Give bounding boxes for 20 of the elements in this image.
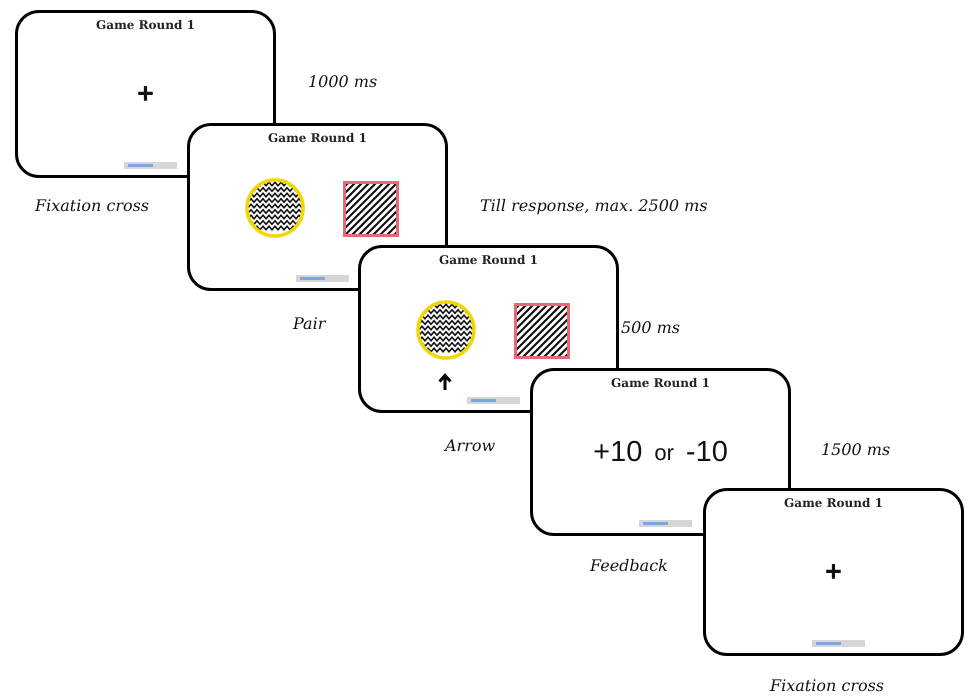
feedback-text: or [654, 440, 674, 466]
screen-heading: Game Round 1 [268, 131, 367, 145]
feedback-text: +10 [593, 436, 642, 469]
screen-heading: Game Round 1 [784, 496, 883, 510]
duration-label: 500 ms [621, 318, 680, 337]
screen-frame [703, 488, 964, 656]
screen-caption: Pair [293, 314, 326, 333]
screen-heading: Game Round 1 [611, 376, 710, 390]
screen-caption: Arrow [445, 436, 496, 455]
screen-heading: Game Round 1 [96, 18, 195, 32]
screen-heading: Game Round 1 [439, 253, 538, 267]
fixation-cross: + [825, 556, 842, 589]
duration-label: Till response, max. 2500 ms [480, 196, 708, 215]
feedback-text: -10 [686, 436, 728, 469]
screen-caption: Fixation cross [770, 676, 884, 695]
duration-label: 1000 ms [308, 72, 378, 91]
fixation-cross: + [137, 78, 154, 111]
duration-label: 1500 ms [821, 440, 890, 459]
screen-caption: Feedback [590, 556, 668, 575]
screen-caption: Fixation cross [35, 196, 150, 215]
